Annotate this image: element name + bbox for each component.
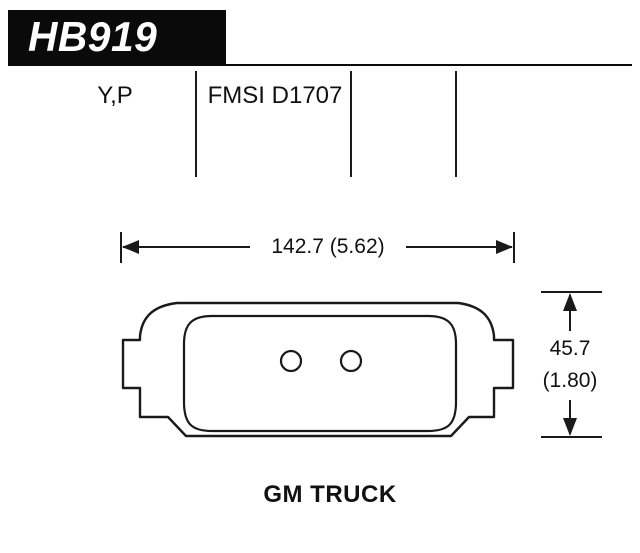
height-dimension-paren: (1.80) — [542, 369, 598, 392]
width-dim-right-arrow — [496, 240, 513, 254]
spec-separator-2 — [350, 71, 352, 177]
right-hole — [339, 349, 363, 373]
friction-pad-outline — [182, 314, 458, 433]
spec-separator-1 — [195, 71, 197, 177]
part-number-box: HB919 — [8, 10, 226, 64]
height-dimension — [541, 291, 602, 438]
part-number: HB919 — [28, 13, 158, 60]
height-dim-down-arrow — [563, 418, 577, 436]
left-hole — [279, 349, 303, 373]
compound-codes: Y,P — [97, 82, 133, 109]
width-dimension — [120, 232, 515, 263]
fmsi-number: FMSI D1707 — [207, 82, 343, 109]
height-dim-up-arrow — [563, 293, 577, 311]
width-dimension-label: 142.7 (5.62) — [271, 235, 385, 258]
header-rule — [8, 64, 632, 66]
spec-separator-3 — [455, 71, 457, 177]
height-dimension-value: 45.7 — [549, 337, 591, 360]
backing-plate-outline — [121, 301, 515, 438]
width-dim-left-arrow — [122, 240, 139, 254]
vehicle-application: GM TRUCK — [263, 481, 397, 508]
